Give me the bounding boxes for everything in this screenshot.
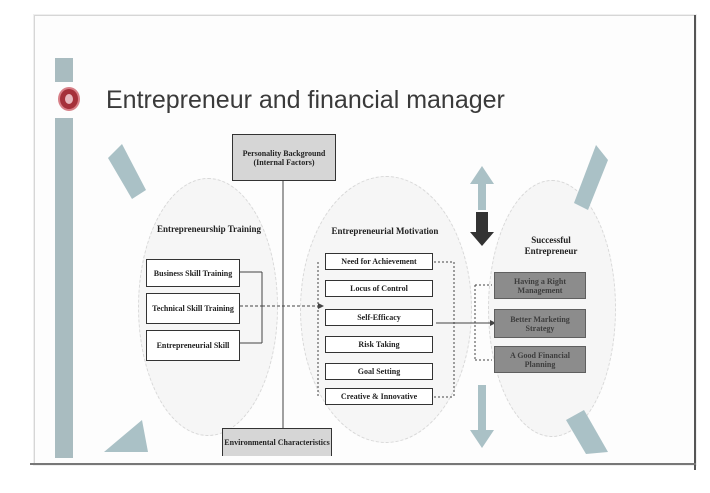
training-heading: Entrepreneurship Training bbox=[156, 224, 262, 234]
motivation-item: Locus of Control bbox=[325, 280, 433, 297]
success-item: Better Marketing Strategy bbox=[494, 309, 586, 338]
accent-bar-top bbox=[55, 58, 73, 82]
updown-arrow-bottom bbox=[470, 385, 494, 448]
updown-arrow-top bbox=[470, 166, 494, 210]
success-item: A Good Financial Planning bbox=[494, 346, 586, 373]
motivation-item: Goal Setting bbox=[325, 363, 433, 380]
big-arrow-right-bottom bbox=[566, 410, 608, 454]
training-item: Business Skill Training bbox=[146, 259, 240, 287]
success-heading: Successful Entrepreneur bbox=[524, 235, 578, 256]
title-bullet-icon bbox=[58, 87, 80, 111]
big-arrow-right-top bbox=[574, 145, 608, 210]
motivation-item: Self-Efficacy bbox=[325, 309, 433, 326]
training-item: Entrepreneurial Skill bbox=[146, 330, 240, 361]
success-ellipse bbox=[488, 180, 616, 437]
accent-bar bbox=[55, 118, 73, 458]
motivation-item: Creative & Innovative bbox=[325, 388, 433, 405]
big-arrow-left-top bbox=[108, 144, 146, 199]
motivation-item: Need for Achievement bbox=[325, 253, 433, 270]
motivation-item: Risk Taking bbox=[325, 336, 433, 353]
dark-down-arrow-icon bbox=[470, 212, 494, 246]
slide-shadow-right bbox=[694, 15, 696, 470]
personality-background-box: Personality Background (Internal Factors… bbox=[232, 134, 336, 181]
slide-shadow-bottom bbox=[30, 463, 696, 465]
big-arrow-left-bottom bbox=[104, 420, 148, 452]
training-item: Technical Skill Training bbox=[146, 293, 240, 324]
motivation-heading: Entrepreneurial Motivation bbox=[331, 226, 439, 236]
slide-title: Entrepreneur and financial manager bbox=[106, 86, 505, 114]
success-item: Having a Right Management bbox=[494, 272, 586, 299]
environmental-characteristics-box: Environmental Characteristics bbox=[222, 428, 332, 456]
